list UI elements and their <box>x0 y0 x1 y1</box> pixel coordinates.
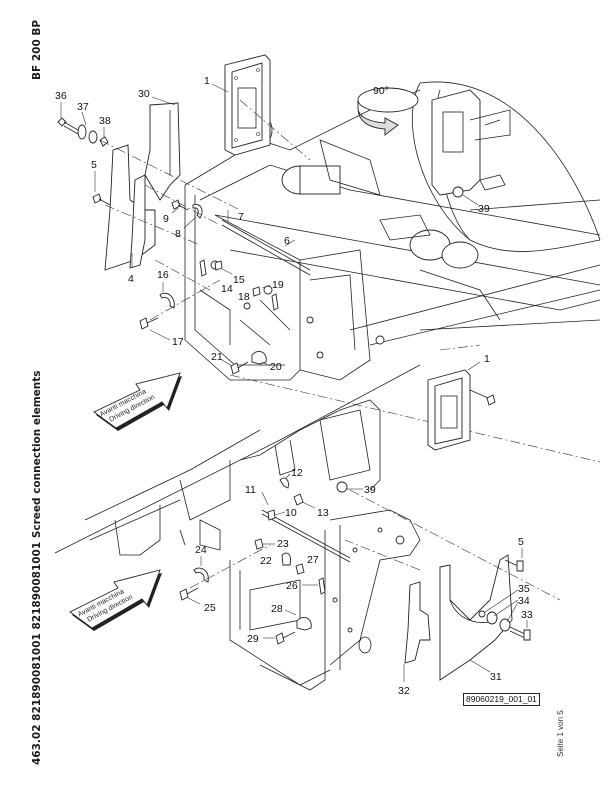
callout-15: 15 <box>233 274 245 286</box>
callout-6: 6 <box>284 235 290 247</box>
callout-39-lower: 39 <box>364 484 376 496</box>
callout-5-lower: 5 <box>518 536 524 548</box>
callout-32: 32 <box>398 685 410 697</box>
callout-21: 21 <box>211 351 223 363</box>
callout-23: 23 <box>277 538 289 550</box>
callout-37: 37 <box>77 101 89 113</box>
callout-8: 8 <box>175 228 181 240</box>
callout-20: 20 <box>270 361 282 373</box>
rotation-90-icon: 90° <box>357 85 419 136</box>
callout-11: 11 <box>245 484 256 496</box>
document-title: 463.02 821890081001 821890081001 Screed … <box>31 370 43 765</box>
callout-1-lower: 1 <box>484 353 490 365</box>
callout-22: 22 <box>260 555 272 567</box>
callout-26: 26 <box>286 580 298 592</box>
callout-18: 18 <box>238 291 250 303</box>
callout-27: 27 <box>307 554 319 566</box>
detail-view-circle <box>412 81 601 252</box>
lower-frame-assembly <box>54 364 421 691</box>
callout-9: 9 <box>163 213 169 225</box>
lower-parts <box>179 477 531 681</box>
callout-25: 25 <box>204 602 216 614</box>
assembly-lines-upper <box>99 99 311 321</box>
upper-frame-assembly <box>184 89 601 381</box>
callout-29: 29 <box>247 633 259 645</box>
callout-30: 30 <box>138 88 150 100</box>
callout-17: 17 <box>172 336 184 348</box>
callout-1: 1 <box>204 75 210 87</box>
callout-19: 19 <box>272 279 284 291</box>
driving-direction-arrow-lower: Avanti macchina Driving direction <box>69 569 162 631</box>
part-1-flange-plate-lower <box>427 369 496 451</box>
callout-33: 33 <box>521 609 533 621</box>
callout-5: 5 <box>91 159 97 171</box>
callout-35: 35 <box>518 583 530 595</box>
callouts-lower: 1 12 39 11 13 10 23 24 22 27 26 25 28 29… <box>187 353 533 697</box>
callout-14: 14 <box>221 283 233 295</box>
callout-16: 16 <box>157 269 169 281</box>
document-model-label: BF 200 BP <box>31 19 43 80</box>
callout-7: 7 <box>238 211 244 223</box>
page-number: Seite 1 von 5 <box>556 710 565 757</box>
rotation-label: 90° <box>373 85 389 97</box>
drawing-id-box: 89060219_001_01 <box>463 693 540 706</box>
callout-39-upper: 39 <box>478 203 490 215</box>
callout-31: 31 <box>490 671 502 683</box>
separator-line <box>229 374 601 463</box>
callout-12: 12 <box>291 467 303 479</box>
callout-38: 38 <box>99 115 111 127</box>
callout-24: 24 <box>195 544 207 556</box>
part-1-flange-plate-upper <box>224 54 271 156</box>
assembly-lines-lower <box>189 344 561 601</box>
callout-13: 13 <box>317 507 329 519</box>
driving-direction-arrow-upper: Avanti macchina Driving direction <box>93 372 182 431</box>
callout-4: 4 <box>128 273 134 285</box>
callout-36: 36 <box>55 90 67 102</box>
callouts-upper: 1 36 37 38 30 5 9 8 4 7 6 16 15 14 18 19… <box>55 75 490 373</box>
callout-28: 28 <box>271 603 283 615</box>
callout-34: 34 <box>518 595 530 607</box>
callout-10: 10 <box>285 507 297 519</box>
